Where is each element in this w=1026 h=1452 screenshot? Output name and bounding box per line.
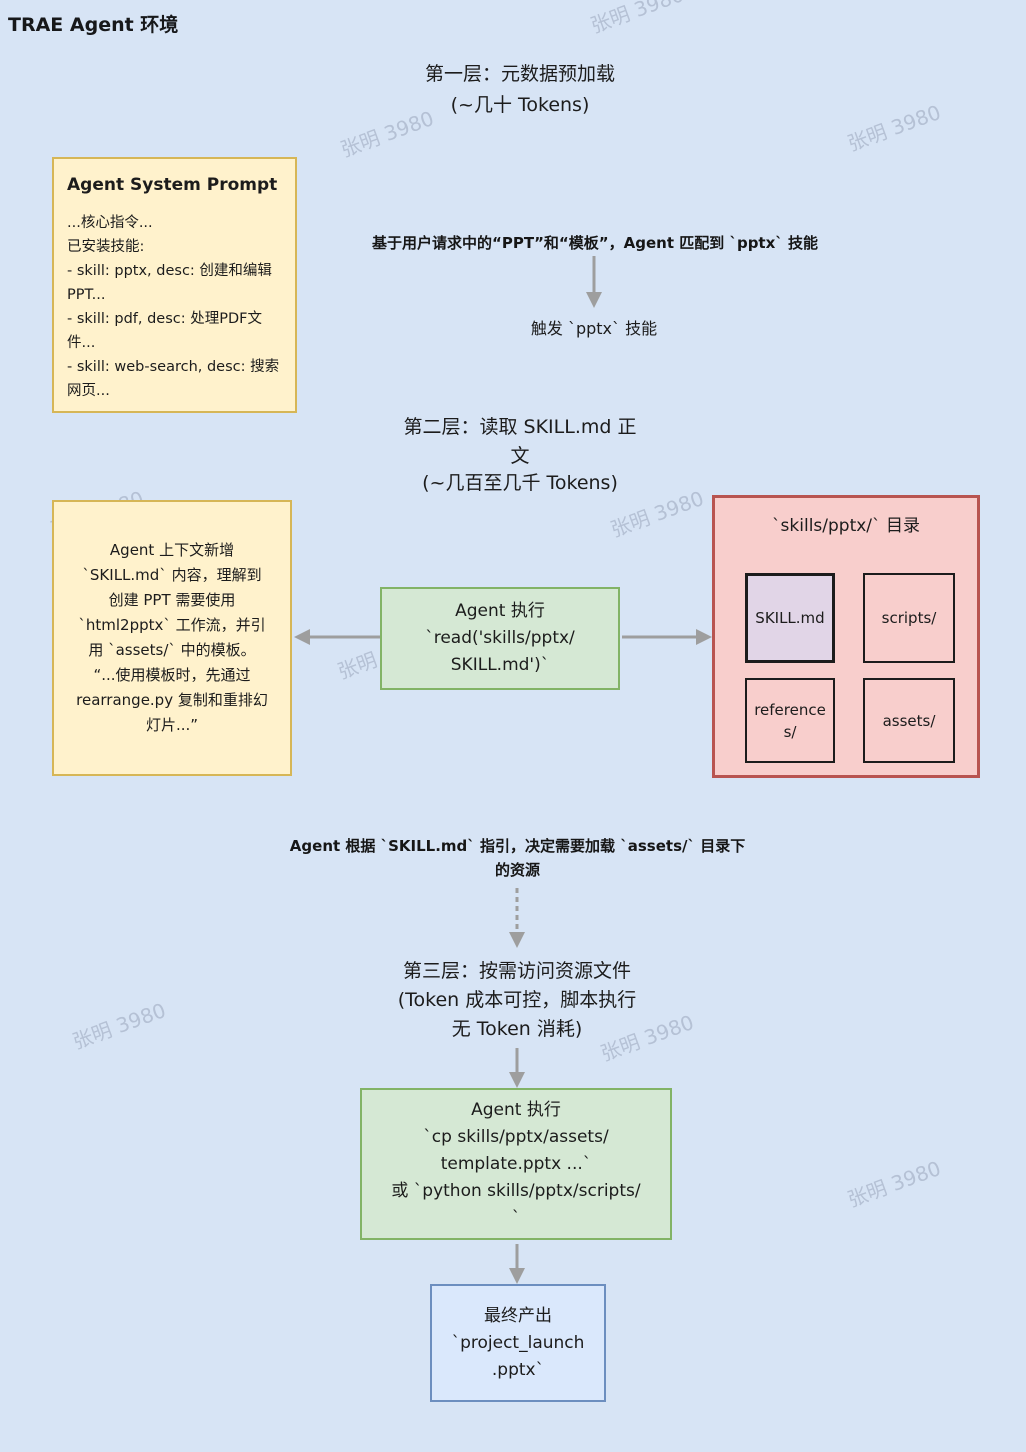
system-prompt-body: ...核心指令... 已安装技能: - skill: pptx, desc: 创… (67, 215, 280, 399)
context-node: Agent 上下文新增 `SKILL.md` 内容，理解到 创建 PPT 需要使… (52, 500, 292, 776)
directory-item-references: references/ (745, 678, 835, 763)
directory-item-skill-md: SKILL.md (745, 573, 835, 663)
arrow-right-icon (622, 629, 712, 645)
watermark: 张明 3980 (69, 997, 169, 1054)
page-title: TRAE Agent 环境 (8, 14, 179, 36)
arrow-down-trigger-icon (586, 256, 602, 308)
layer2-tokens: (~几百至几千 Tokens) (422, 472, 618, 494)
match-note: 基于用户请求中的“PPT”和“模板”，Agent 匹配到 `pptx` 技能 (371, 234, 818, 252)
directory-item-scripts: scripts/ (863, 573, 955, 663)
trigger-label: 触发 `pptx` 技能 (530, 319, 658, 338)
directory-title: `skills/pptx/` 目录 (772, 516, 920, 536)
load-note: Agent 根据 `SKILL.md` 指引，决定需要加载 `assets/` … (289, 837, 746, 879)
read-node-text: Agent 执行 `read('skills/pptx/ SKILL.md')` (425, 601, 575, 675)
arrow-down-exec-icon (509, 1048, 525, 1088)
layer1-tokens: (~几十 Tokens) (450, 94, 590, 116)
exec-node: Agent 执行 `cp skills/pptx/assets/ templat… (360, 1088, 672, 1240)
system-prompt-node: Agent System Prompt ...核心指令... 已安装技能: - … (52, 157, 297, 413)
directory-node: `skills/pptx/` 目录 SKILL.md scripts/ refe… (712, 495, 980, 778)
layer3-heading: 第三层：按需访问资源文件 (402, 960, 631, 982)
dashed-arrow-down-icon (509, 888, 525, 948)
layer3-tokens: (Token 成本可控，脚本执行 无 Token 消耗) (397, 989, 637, 1040)
layer1-heading: 第一层：元数据预加载 (424, 63, 615, 85)
system-prompt-title: Agent System Prompt (67, 175, 278, 195)
exec-node-text: Agent 执行 `cp skills/pptx/assets/ templat… (391, 1099, 641, 1228)
directory-item-assets: assets/ (863, 678, 955, 763)
watermark: 张明 3980 (844, 99, 944, 156)
layer2-heading: 第二层：读取 SKILL.md 正 文 (403, 416, 637, 467)
context-node-text: Agent 上下文新增 `SKILL.md` 内容，理解到 创建 PPT 需要使… (76, 541, 268, 734)
output-node: 最终产出 `project_launch .pptx` (430, 1284, 606, 1402)
output-node-text: 最终产出 `project_launch .pptx` (451, 1305, 585, 1380)
arrow-down-output-icon (509, 1244, 525, 1284)
watermark: 张明 3980 (587, 0, 687, 38)
read-node: Agent 执行 `read('skills/pptx/ SKILL.md')` (380, 587, 620, 690)
watermark: 张明 3980 (844, 1155, 944, 1212)
arrow-left-icon (294, 629, 380, 645)
